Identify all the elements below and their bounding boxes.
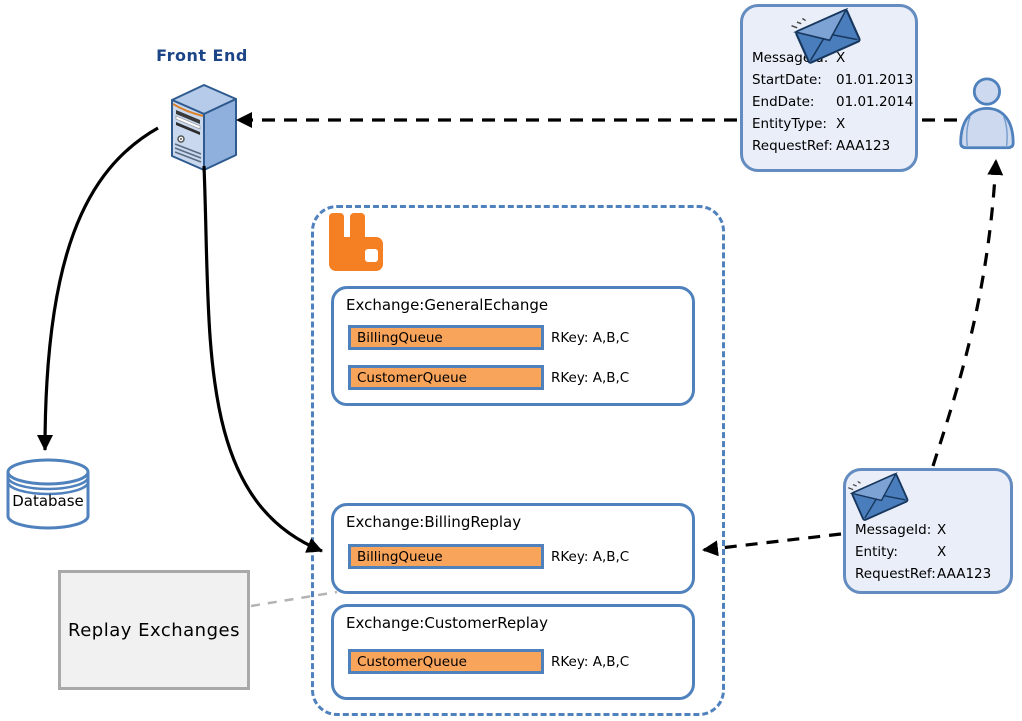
rabbitmq-logo-icon [321, 211, 389, 275]
field-key: EndDate: [752, 94, 815, 110]
queue-bar-billingqueue: BillingQueue [348, 544, 544, 569]
field-value: X [836, 50, 846, 66]
message-field-row: EntityType: X [752, 113, 911, 135]
field-value: X [937, 522, 947, 538]
field-key: EntityType: [752, 116, 827, 132]
message-field-row: EndDate: 01.01.2014 [752, 91, 914, 113]
field-value: X [836, 116, 846, 132]
database-icon [4, 456, 92, 534]
message-field-row: RequestRef: AAA123 [752, 135, 911, 157]
envelope-icon [846, 463, 914, 527]
message-field-row: MessageId: X [855, 519, 1006, 541]
queue-row: BillingQueue RKey: A,B,C [348, 544, 629, 569]
exchange-title: Exchange:GeneralEchange [346, 296, 549, 314]
field-value: X [937, 544, 947, 560]
arrow-replay-message-to-user [931, 159, 1004, 467]
field-value: AAA123 [937, 566, 992, 582]
queue-name: CustomerQueue [357, 369, 467, 386]
queue-row: BillingQueue RKey: A,B,C [348, 325, 629, 350]
message-field-row: RequestRef: AAA123 [855, 563, 1006, 585]
front-end-label: Front End [156, 46, 248, 65]
message-field-row: Entity: X [855, 541, 1006, 563]
user-icon [956, 76, 1016, 152]
queue-name: BillingQueue [357, 329, 443, 346]
exchange-general-box: Exchange:GeneralEchange BillingQueue RKe… [331, 286, 695, 406]
queue-bar-billingqueue: BillingQueue [348, 325, 544, 350]
queue-row: CustomerQueue RKey: A,B,C [348, 649, 629, 674]
exchange-customer-replay-box: Exchange:CustomerReplay CustomerQueue RK… [331, 604, 695, 700]
field-value: 01.01.2014 [836, 94, 914, 110]
field-key: MessageId: [855, 522, 932, 538]
replay-exchanges-note: Replay Exchanges [58, 570, 250, 690]
queue-name: CustomerQueue [357, 653, 467, 670]
routing-key-label: RKey: A,B,C [551, 653, 630, 670]
exchange-title: Exchange:CustomerReplay [346, 614, 548, 632]
routing-key-label: RKey: A,B,C [551, 329, 630, 346]
arrow-frontend-to-database [37, 126, 159, 451]
field-value: 01.01.2013 [836, 72, 914, 88]
field-value: AAA123 [836, 138, 891, 154]
exchange-title: Exchange:BillingReplay [346, 513, 522, 531]
field-key: StartDate: [752, 72, 822, 88]
queue-row: CustomerQueue RKey: A,B,C [348, 365, 629, 390]
envelope-icon [789, 0, 867, 70]
database-label: Database [12, 492, 84, 510]
queue-bar-customerqueue: CustomerQueue [348, 649, 544, 674]
field-key: RequestRef: [855, 566, 936, 582]
routing-key-label: RKey: A,B,C [551, 369, 630, 386]
queue-name: BillingQueue [357, 548, 443, 565]
arrow-frontend-to-billing-replay [202, 165, 323, 553]
replay-exchanges-label: Replay Exchanges [68, 619, 240, 641]
queue-bar-customerqueue: CustomerQueue [348, 365, 544, 390]
message-field-row: StartDate: 01.01.2013 [752, 69, 914, 91]
field-key: Entity: [855, 544, 898, 560]
exchange-billing-replay-box: Exchange:BillingReplay BillingQueue RKey… [331, 503, 695, 594]
server-icon [150, 78, 248, 172]
field-key: RequestRef: [752, 138, 833, 154]
routing-key-label: RKey: A,B,C [551, 548, 630, 565]
